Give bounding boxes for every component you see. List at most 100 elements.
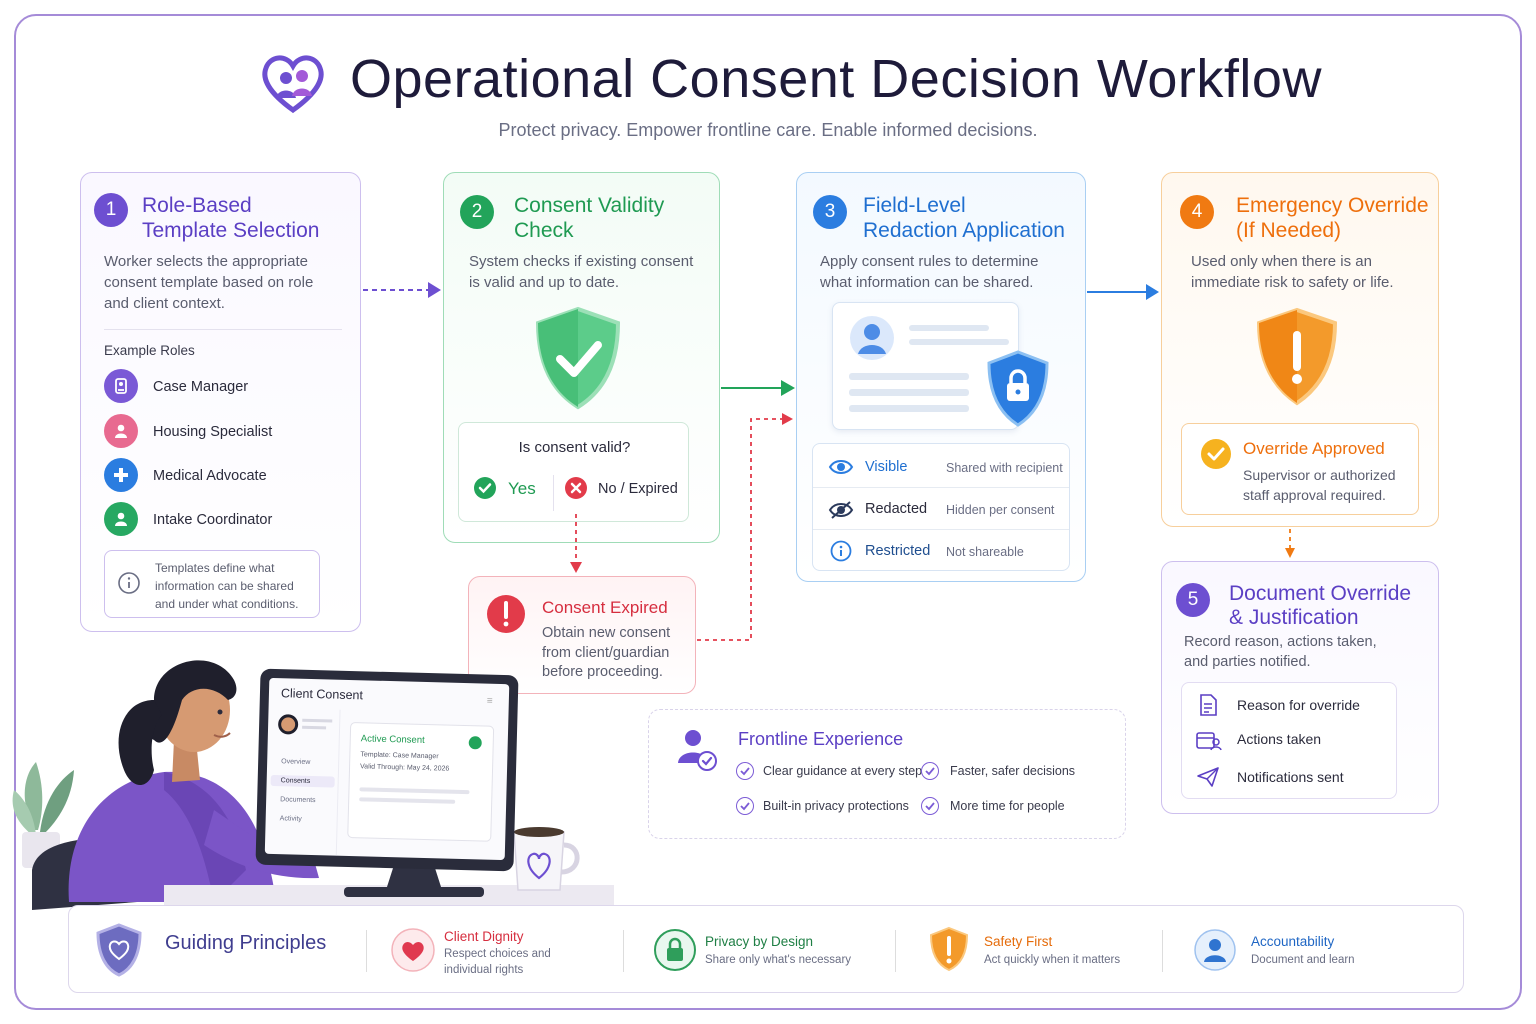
eye-slash-icon bbox=[828, 501, 854, 519]
row-divider bbox=[813, 487, 1069, 488]
worker-check-icon bbox=[678, 730, 717, 771]
heart-people-logo-icon bbox=[262, 55, 324, 114]
step1-description: Worker selects the appropriate consent t… bbox=[104, 253, 314, 312]
shield-lock-icon bbox=[987, 350, 1049, 427]
step5-description: Record reason, actions taken, and partie… bbox=[1184, 634, 1377, 670]
principle-divider bbox=[366, 930, 367, 972]
active-consent-line bbox=[359, 787, 470, 795]
override-approved-title: Override Approved bbox=[1243, 439, 1385, 458]
principle-divider bbox=[895, 930, 896, 972]
shield-check-icon bbox=[535, 306, 621, 410]
case-manager-icon bbox=[104, 369, 138, 403]
monitor-nav-consents[interactable]: Consents bbox=[270, 774, 335, 788]
benefit-privacy-protections: Built-in privacy protections bbox=[763, 799, 909, 813]
step5-title-2: & Justification bbox=[1229, 606, 1359, 629]
arrow-expired-to-3 bbox=[697, 413, 793, 641]
step2-card: 2 Consent Validity Check System checks i… bbox=[443, 172, 720, 543]
step5-number: 5 bbox=[1176, 583, 1210, 617]
accountability-person-icon bbox=[1194, 929, 1236, 971]
row-visible-label: Visible bbox=[865, 459, 908, 475]
role-label-intake-coordinator: Intake Coordinator bbox=[153, 512, 273, 528]
page-subtitle: Protect privacy. Empower frontline care.… bbox=[498, 120, 1038, 140]
step1-card: 1 Role-Based Template Selection Worker s… bbox=[80, 172, 361, 632]
document-icon bbox=[1200, 694, 1217, 716]
step2-title-1: Consent Validity bbox=[514, 194, 665, 217]
expired-description: Obtain new consent from client/guardian … bbox=[542, 625, 671, 680]
benefit-more-time: More time for people bbox=[950, 799, 1065, 813]
info-circle-icon bbox=[830, 540, 852, 562]
benefit-check-icon bbox=[736, 762, 754, 780]
mug-illustration bbox=[513, 827, 580, 891]
doc-line bbox=[909, 325, 989, 331]
monitor-avatar-line bbox=[302, 725, 327, 730]
principles-title: Guiding Principles bbox=[165, 932, 327, 954]
medical-cross-icon bbox=[104, 458, 138, 492]
step1-title-2: Template Selection bbox=[142, 219, 320, 242]
monitor-nav-activity[interactable]: Activity bbox=[279, 815, 302, 823]
role-label-case-manager: Case Manager bbox=[153, 379, 249, 395]
row-redacted-desc: Hidden per consent bbox=[946, 503, 1055, 517]
step3-title-2: Redaction Application bbox=[863, 219, 1065, 242]
doc-line bbox=[909, 339, 1009, 345]
step1-number: 1 bbox=[94, 193, 128, 227]
principle-safety-desc: Act quickly when it matters bbox=[984, 954, 1121, 966]
guiding-principles-bar: Guiding Principles Client Dignity Respec… bbox=[68, 905, 1464, 993]
monitor: Client Consent ≡ Overview Consents Docum… bbox=[255, 668, 519, 872]
arrow-3-to-4 bbox=[1087, 284, 1159, 300]
approved-check-icon bbox=[1201, 439, 1231, 469]
step4-description: Used only when there is an immediate ris… bbox=[1191, 253, 1394, 291]
step2-title-2: Check bbox=[514, 219, 574, 242]
principle-divider bbox=[623, 930, 624, 972]
principle-client-dignity-title: Client Dignity bbox=[444, 929, 524, 944]
frontline-experience-box: Frontline Experience Clear guidance at e… bbox=[648, 709, 1126, 839]
step3-card: 3 Field-Level Redaction Application Appl… bbox=[796, 172, 1086, 582]
role-label-medical-advocate: Medical Advocate bbox=[153, 468, 267, 484]
principle-privacy-title: Privacy by Design bbox=[705, 934, 814, 949]
benefit-check-icon bbox=[921, 762, 939, 780]
arrow-1-to-2 bbox=[363, 282, 441, 298]
expired-title: Consent Expired bbox=[542, 598, 668, 617]
send-plane-icon bbox=[1197, 767, 1219, 787]
worker-at-computer-illustration bbox=[12, 660, 614, 910]
step5-card: 5 Document Override & Justification Reco… bbox=[1161, 561, 1439, 814]
principle-accountability-title: Accountability bbox=[1251, 934, 1335, 949]
step2-description: System checks if existing consent is val… bbox=[469, 253, 694, 291]
step4-title-2: (If Needed) bbox=[1236, 219, 1342, 242]
eye-icon bbox=[828, 460, 854, 474]
step1-title-1: Role-Based bbox=[142, 194, 252, 217]
lock-icon bbox=[654, 929, 696, 971]
no-x-icon bbox=[565, 477, 587, 499]
row-visible-desc: Shared with recipient bbox=[946, 461, 1063, 475]
frontline-title: Frontline Experience bbox=[738, 729, 904, 749]
step3-title-1: Field-Level bbox=[863, 194, 966, 217]
decision-divider bbox=[553, 475, 554, 511]
override-item-actions: Actions taken bbox=[1237, 731, 1322, 747]
override-items-box: Reason for override Actions taken Notifi… bbox=[1181, 682, 1397, 799]
benefit-clear-guidance: Clear guidance at every step bbox=[763, 764, 923, 778]
active-consent-card: Active Consent Template: Case Manager Va… bbox=[347, 722, 495, 842]
row-restricted-label: Restricted bbox=[865, 543, 931, 559]
monitor-menu-icon: ≡ bbox=[486, 695, 493, 707]
yes-check-icon bbox=[474, 477, 496, 499]
principle-safety-title: Safety First bbox=[984, 934, 1053, 949]
monitor-sidebar: Overview Consents Documents Activity bbox=[264, 707, 341, 856]
monitor-nav-documents[interactable]: Documents bbox=[280, 796, 316, 805]
doc-line bbox=[849, 405, 969, 412]
principles-shield-icon bbox=[96, 923, 142, 977]
active-consent-template: Template: Case Manager bbox=[360, 751, 439, 761]
principle-client-dignity-desc1: Respect choices and bbox=[444, 948, 551, 960]
step4-number: 4 bbox=[1180, 195, 1214, 229]
step4-card: 4 Emergency Override (If Needed) Used on… bbox=[1161, 172, 1439, 527]
monitor-title: Client Consent bbox=[280, 686, 364, 703]
principle-client-dignity-desc2: individual rights bbox=[444, 964, 524, 976]
step4-title-1: Emergency Override bbox=[1236, 194, 1429, 217]
role-label-housing-specialist: Housing Specialist bbox=[153, 424, 273, 440]
step2-number: 2 bbox=[460, 195, 494, 229]
principle-privacy-desc: Share only what's necessary bbox=[705, 954, 852, 966]
arrow-4-to-5 bbox=[1285, 529, 1295, 558]
shield-warning-icon bbox=[1256, 307, 1338, 406]
heart-icon bbox=[391, 928, 435, 972]
principle-accountability-desc: Document and learn bbox=[1251, 954, 1355, 966]
monitor-nav-overview[interactable]: Overview bbox=[281, 758, 311, 766]
alert-icon bbox=[487, 595, 525, 633]
